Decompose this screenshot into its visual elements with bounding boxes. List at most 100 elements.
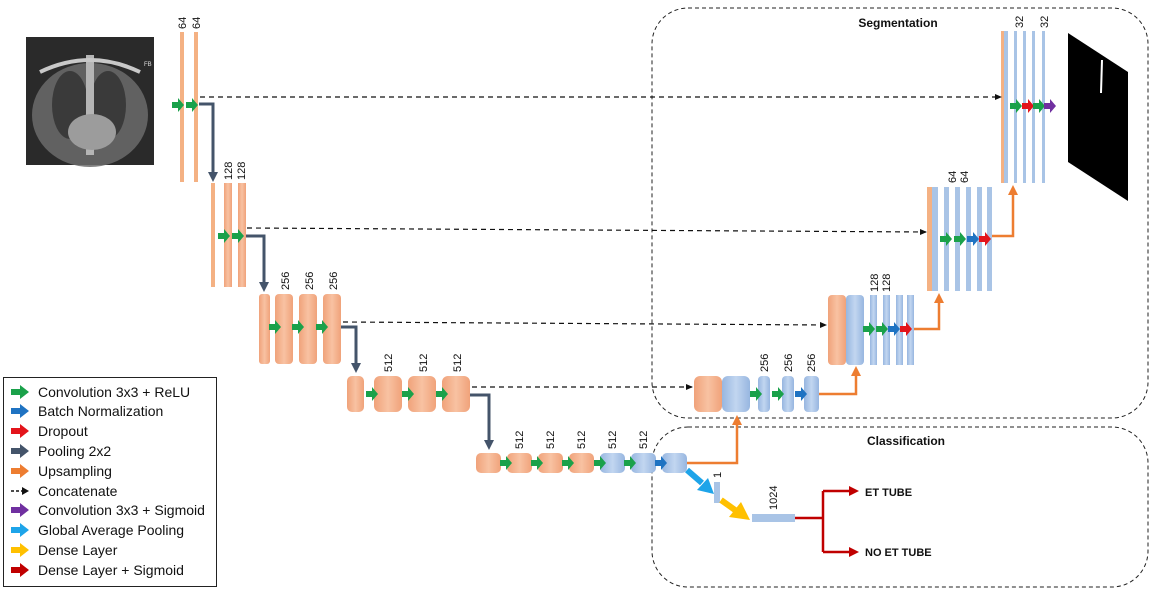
legend-item: Concatenate (10, 481, 117, 500)
enc4-map-a (374, 376, 402, 412)
arrow-legend-icon (11, 404, 29, 419)
conv-relu-op-arrow (172, 98, 184, 112)
batch-norm-op-arrow (967, 232, 979, 246)
legend-label: Convolution 3x3 + Sigmoid (38, 502, 205, 519)
dec4-skip-map (694, 376, 722, 412)
dec4-map-a (758, 376, 770, 412)
ch-dec2-b: 64 (959, 171, 971, 183)
segmentation-region (651, 7, 1149, 419)
bott-map-e (631, 453, 656, 473)
arrow-legend-icon (11, 443, 29, 458)
ch-enc4-b: 512 (418, 354, 430, 372)
conv-relu-op-arrow (954, 232, 966, 246)
ch-dec3-b: 128 (881, 274, 893, 292)
conv-relu-op-arrow (531, 456, 543, 470)
ch-bott-c: 512 (576, 431, 588, 449)
arrow-legend-icon (11, 384, 29, 399)
enc4-map-c (442, 376, 470, 412)
gap-arrow (685, 467, 714, 494)
gap-output-bar (714, 482, 720, 503)
ch-dec4-b: 256 (783, 354, 795, 372)
conv-relu-op-arrow (1010, 99, 1022, 113)
dense-arrow (719, 497, 750, 520)
conv-relu-op-arrow (186, 98, 198, 112)
ch-dec4-a: 256 (759, 354, 771, 372)
enc2-map-input (211, 183, 215, 287)
legend-item: Global Average Pooling (10, 521, 184, 540)
bott-map-a (507, 453, 532, 473)
enc3-map-b (299, 294, 317, 364)
arrow-legend-icon (11, 562, 29, 577)
upsample-arrow-1 (687, 415, 742, 465)
arrow-legend-icon (11, 523, 29, 538)
legend-label: Upsampling (38, 462, 112, 479)
conv-relu-op-arrow (562, 456, 574, 470)
upsample-arrow-3 (914, 293, 944, 331)
concatenate-legend-icon (11, 486, 29, 495)
dec2-skip-map (927, 187, 932, 291)
ch-enc3-c: 256 (328, 272, 340, 290)
ch-enc1-a: 64 (177, 17, 189, 29)
upsample-arrow-4 (992, 185, 1018, 238)
input-xray-image: FB (26, 37, 154, 167)
legend-label: Dropout (38, 423, 88, 440)
conv-relu-op-arrow (876, 322, 888, 336)
ch-dec1-b: 32 (1039, 16, 1051, 28)
legend-item: Dense Layer + Sigmoid (10, 560, 184, 579)
ch-enc3-b: 256 (304, 272, 316, 290)
legend-label: Batch Normalization (38, 403, 164, 420)
conv-relu-op-arrow (863, 322, 875, 336)
arrow-legend-icon (11, 503, 29, 518)
enc3-map-a (275, 294, 293, 364)
ch-bott-b: 512 (545, 431, 557, 449)
conv-relu-op-arrow (500, 456, 512, 470)
pool-arrow-2 (246, 234, 269, 292)
ch-dec2-a: 64 (947, 171, 959, 183)
ch-enc4-c: 512 (452, 354, 464, 372)
classification-region (651, 426, 1149, 588)
legend-label: Concatenate (38, 482, 118, 499)
conv-relu-op-arrow (436, 387, 448, 401)
enc4-map-b (408, 376, 436, 412)
legend-label: Pooling 2x2 (38, 442, 112, 459)
pool-arrow-4 (470, 393, 494, 450)
legend-label: Dense Layer + Sigmoid (38, 561, 184, 578)
ch-bott-a: 512 (514, 431, 526, 449)
conv-relu-op-arrow (624, 456, 636, 470)
dec1-up-map (1004, 31, 1008, 183)
ch-bott-e: 512 (638, 431, 650, 449)
enc3-map-c (323, 294, 341, 364)
legend-label: Global Average Pooling (38, 522, 185, 539)
bott-map-d (600, 453, 625, 473)
concat-arrow-2 (246, 227, 927, 235)
classification-label: Classification (867, 434, 945, 448)
ch-enc2-b: 128 (236, 162, 248, 180)
conv-relu-op-arrow (269, 320, 281, 334)
enc3-map-input (259, 294, 270, 364)
ch-bott-d: 512 (607, 431, 619, 449)
conv-relu-op-arrow (232, 229, 244, 243)
conv-relu-op-arrow (940, 232, 952, 246)
dropout-op-arrow (1022, 99, 1034, 113)
dropout-op-arrow (979, 232, 991, 246)
dec4-up-map (722, 376, 750, 412)
pool-arrow-3 (341, 325, 361, 373)
bott-map-f (662, 453, 687, 473)
conv-relu-op-arrow (772, 387, 784, 401)
dec4-map-c (804, 376, 819, 412)
operation-arrows (172, 98, 1056, 470)
dropout-op-arrow (900, 322, 912, 336)
sigmoid-conv-op-arrow (1044, 99, 1056, 113)
segmentation-label: Segmentation (858, 16, 937, 30)
batch-norm-op-arrow (888, 322, 900, 336)
concat-arrow-3 (342, 321, 827, 328)
conv-relu-op-arrow (750, 387, 762, 401)
et-tube-label: ET TUBE (865, 487, 912, 499)
ch-dec1-a: 32 (1014, 16, 1026, 28)
legend-item: Dropout (10, 422, 88, 441)
output-mask-image (1068, 33, 1128, 201)
conv-relu-op-arrow (366, 387, 378, 401)
channel-labels: 64 64 128 128 256 256 256 512 512 512 51… (177, 16, 1051, 510)
